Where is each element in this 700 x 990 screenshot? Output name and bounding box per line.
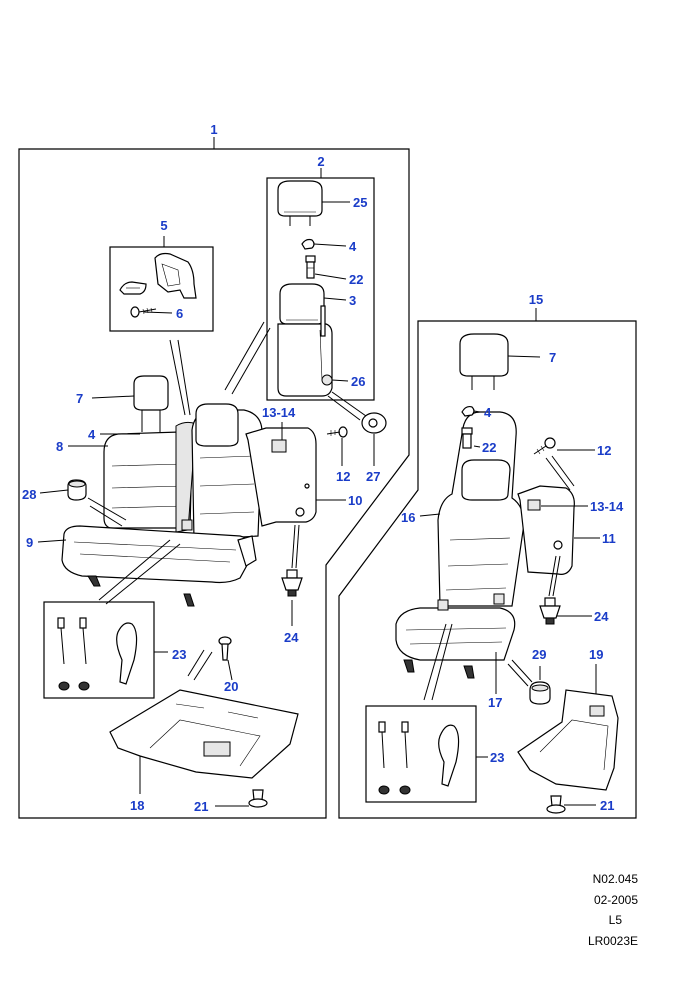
side-trim-panel-part-10 <box>245 427 317 527</box>
callout-25: 25 <box>353 195 367 210</box>
callout-22-right: 22 <box>482 440 496 455</box>
screw-part-21-right <box>546 795 566 814</box>
callout-15: 15 <box>529 292 543 307</box>
trim-clip-part <box>119 281 147 295</box>
callout-13-14-right: 13-14 <box>590 499 624 514</box>
headrest-part-7-right <box>459 333 509 390</box>
callout-8: 8 <box>56 439 63 454</box>
callout-5: 5 <box>160 218 167 233</box>
subassembly-box-23-right <box>365 705 477 803</box>
floor-tray-part-19 <box>517 689 619 791</box>
callout-16: 16 <box>401 510 415 525</box>
callout-22-headrest: 22 <box>349 272 363 287</box>
callout-18: 18 <box>130 798 144 813</box>
callout-23-right: 23 <box>490 750 504 765</box>
reference-illustration: LR0023E <box>587 934 638 948</box>
callout-19: 19 <box>589 647 603 662</box>
side-trim-panel-part-11 <box>517 485 575 575</box>
hinge-cover-part-5 <box>154 252 197 299</box>
callout-26: 26 <box>351 374 365 389</box>
callout-17: 17 <box>488 695 502 710</box>
bump-stop-part-28 <box>67 479 87 501</box>
callout-4-left: 4 <box>88 427 96 442</box>
callout-21-right: 21 <box>600 798 614 813</box>
headrest-part-25 <box>277 180 323 226</box>
belt-kit-part-23-left <box>57 617 138 691</box>
callout-23-left: 23 <box>172 647 186 662</box>
callout-24-left: 24 <box>284 630 299 645</box>
callout-13-14-left: 13-14 <box>262 405 296 420</box>
reference-code: N02.045 <box>592 872 638 886</box>
bench-seat-assembly <box>61 375 263 607</box>
callout-2: 2 <box>317 154 324 169</box>
callout-28: 28 <box>22 487 36 502</box>
callout-4-headrest: 4 <box>349 239 357 254</box>
washer-part-27 <box>361 412 387 434</box>
callout-20: 20 <box>224 679 238 694</box>
assembly-frame-15 <box>338 320 637 819</box>
leader-lines <box>37 201 600 807</box>
headrest-guide-part-4 <box>301 238 315 250</box>
headrest-part-3 <box>279 283 325 325</box>
callout-24-right: 24 <box>594 609 609 624</box>
callout-1: 1 <box>210 122 217 137</box>
screw-part-12-right <box>533 437 556 455</box>
reference-model: L5 <box>608 913 622 927</box>
fastener-part-24-left <box>281 569 303 597</box>
clip-part-20 <box>218 636 232 661</box>
single-seat-assembly <box>395 411 525 679</box>
assembly-frame-1 <box>18 148 410 819</box>
callout-7-left: 7 <box>76 391 83 406</box>
callout-9: 9 <box>26 535 33 550</box>
seat-back-panel-part-26 <box>277 305 333 397</box>
callout-4-right: 4 <box>484 405 492 420</box>
floor-tray-part-18 <box>109 689 299 779</box>
callout-21-left: 21 <box>194 799 208 814</box>
callout-10: 10 <box>348 493 362 508</box>
reference-date: 02-2005 <box>593 893 638 907</box>
guide-sleeve-part-22 <box>305 255 316 279</box>
screw-part-21-left <box>248 789 268 808</box>
callout-12-left: 12 <box>336 469 350 484</box>
callout-11: 11 <box>602 531 616 546</box>
screw-part-12-left <box>326 426 348 438</box>
callout-3: 3 <box>349 293 356 308</box>
guide-sleeve-part-22-right <box>461 427 473 449</box>
callout-27: 27 <box>366 469 380 484</box>
fastener-part-24-right <box>539 597 561 625</box>
screw-part-6 <box>130 306 157 318</box>
callout-12-right: 12 <box>597 443 611 458</box>
subassembly-box-23-left <box>43 601 155 699</box>
belt-kit-part-23-right <box>378 721 460 795</box>
headrest-guide-part-4-right <box>461 405 475 417</box>
subassembly-box-5 <box>109 246 214 332</box>
callout-6: 6 <box>176 306 183 321</box>
callout-29: 29 <box>532 647 546 662</box>
bump-stop-part-29 <box>529 681 551 705</box>
callout-7-right: 7 <box>549 350 556 365</box>
